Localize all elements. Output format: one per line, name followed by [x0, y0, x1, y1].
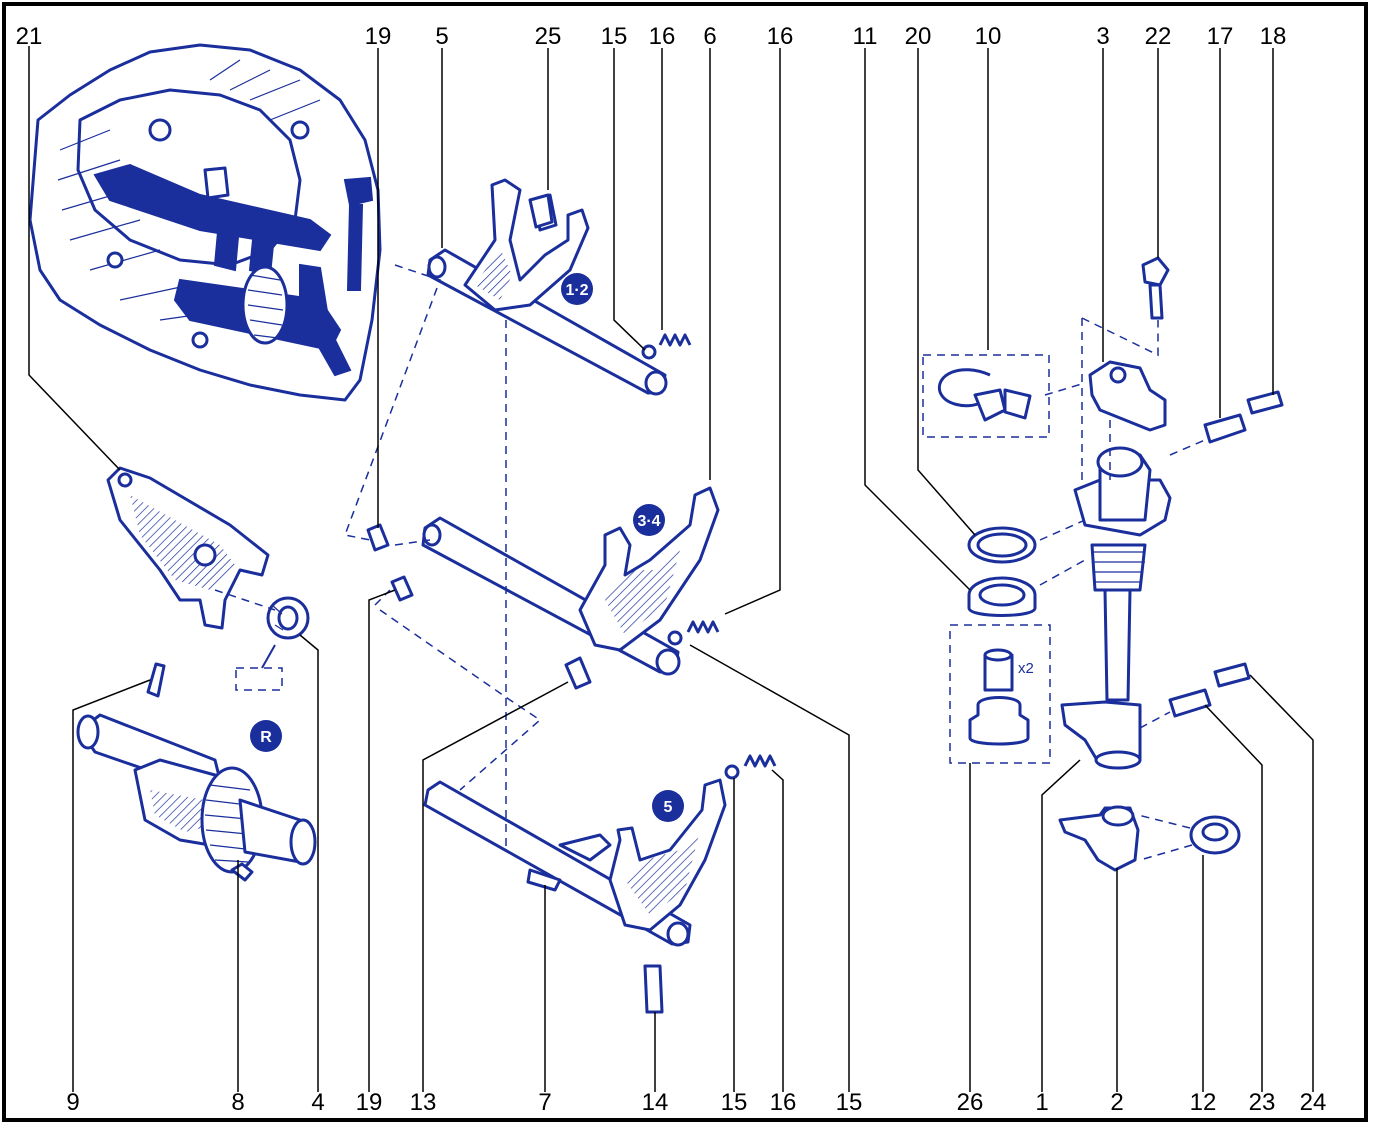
- callout-label: 15: [601, 23, 628, 50]
- gear-34-badge-label: 3·4: [637, 513, 660, 530]
- callout-label: 19: [365, 23, 392, 50]
- circlip-box: [922, 354, 1050, 438]
- grommet-icon: [1189, 815, 1241, 855]
- selector-finger-icon: [1088, 360, 1167, 432]
- release-bearing-icon: [266, 596, 310, 640]
- callout-label: 11: [853, 23, 878, 50]
- callout-label: 5: [435, 23, 448, 50]
- callout-label: 2: [1110, 1089, 1123, 1116]
- callout-label: 24: [1300, 1089, 1327, 1116]
- callout-label: 12: [1190, 1089, 1217, 1116]
- selector-lever-icon: [1058, 805, 1140, 872]
- gearbox-assembly-icon: [28, 43, 382, 402]
- callout-label: 14: [642, 1089, 669, 1116]
- pin-icon: [643, 964, 664, 1014]
- callout-label: 18: [1260, 23, 1287, 50]
- gear-5-badge-label: 5: [664, 799, 673, 816]
- reverse-badge: [250, 720, 282, 752]
- gear-12-badge-label: 1·2: [565, 282, 588, 299]
- selector-rod-34-icon: [421, 486, 720, 676]
- spring-icon: [743, 754, 777, 768]
- spring-icon: [686, 620, 720, 634]
- callout-label: 13: [410, 1089, 437, 1116]
- reverse-gear-icon: [76, 713, 317, 882]
- callout-label: 8: [231, 1089, 244, 1116]
- pin-icon: [1203, 413, 1247, 444]
- labels-top: 21 19 5 25 15 16 6 16 11 20 10 3 22 17 1…: [16, 23, 1287, 50]
- diagram-frame: [2, 2, 1368, 1122]
- callout-label: 1: [1035, 1089, 1048, 1116]
- ball-icon: [667, 630, 683, 646]
- pin-icon: [390, 575, 414, 602]
- callout-label: 22: [1145, 23, 1172, 50]
- callout-label: 10: [975, 23, 1002, 50]
- callout-label: 25: [535, 23, 562, 50]
- selector-shaft-icon: [1060, 446, 1172, 770]
- callout-label: 6: [703, 23, 716, 50]
- gear-12-badge: [561, 273, 593, 305]
- selector-rod-12-icon: [426, 178, 668, 396]
- callout-label: 20: [905, 23, 932, 50]
- pin-icon: [1246, 390, 1284, 415]
- pin-icon: [1168, 688, 1212, 718]
- callout-label: 19: [356, 1089, 383, 1116]
- pin-icon: [528, 193, 554, 229]
- reverse-badge-label: R: [260, 729, 272, 746]
- bushing-box: [949, 624, 1051, 764]
- callout-label: 16: [649, 23, 676, 50]
- callout-label: 21: [16, 23, 43, 50]
- callout-label: 7: [538, 1089, 551, 1116]
- callout-label: 3: [1096, 23, 1109, 50]
- ball-icon: [641, 344, 657, 360]
- gear-5-badge: [652, 790, 684, 822]
- grease-symbol-icon: [235, 667, 283, 691]
- ball-icon: [724, 764, 740, 780]
- selector-rod-5-icon: [423, 778, 727, 947]
- release-fork-icon: [106, 466, 270, 630]
- callout-label: 4: [311, 1089, 324, 1116]
- pin-icon: [1213, 662, 1251, 688]
- callout-label: 9: [66, 1089, 79, 1116]
- leader-lines: [28, 46, 1314, 1092]
- bushing-icon: [968, 696, 1030, 746]
- pin-icon: [366, 523, 390, 552]
- pin-icon: [146, 662, 166, 698]
- pin-icon: [564, 656, 592, 690]
- quantity-multiplier: x2: [1018, 660, 1034, 677]
- callout-label: 15: [836, 1089, 863, 1116]
- callout-label: 26: [957, 1089, 984, 1116]
- labels-bottom: 9 8 4 19 13 7 14 15 16 15 26 1 2 12 23 2…: [66, 1089, 1326, 1116]
- callout-label: 16: [770, 1089, 797, 1116]
- seal-icon: [967, 576, 1037, 617]
- callout-label: 16: [767, 23, 794, 50]
- bolt-icon: [1141, 256, 1170, 320]
- callout-label: 17: [1207, 23, 1234, 50]
- callout-label: 15: [721, 1089, 748, 1116]
- gear-34-badge: [633, 504, 665, 536]
- spring-icon: [658, 333, 692, 347]
- callout-label: 23: [1249, 1089, 1276, 1116]
